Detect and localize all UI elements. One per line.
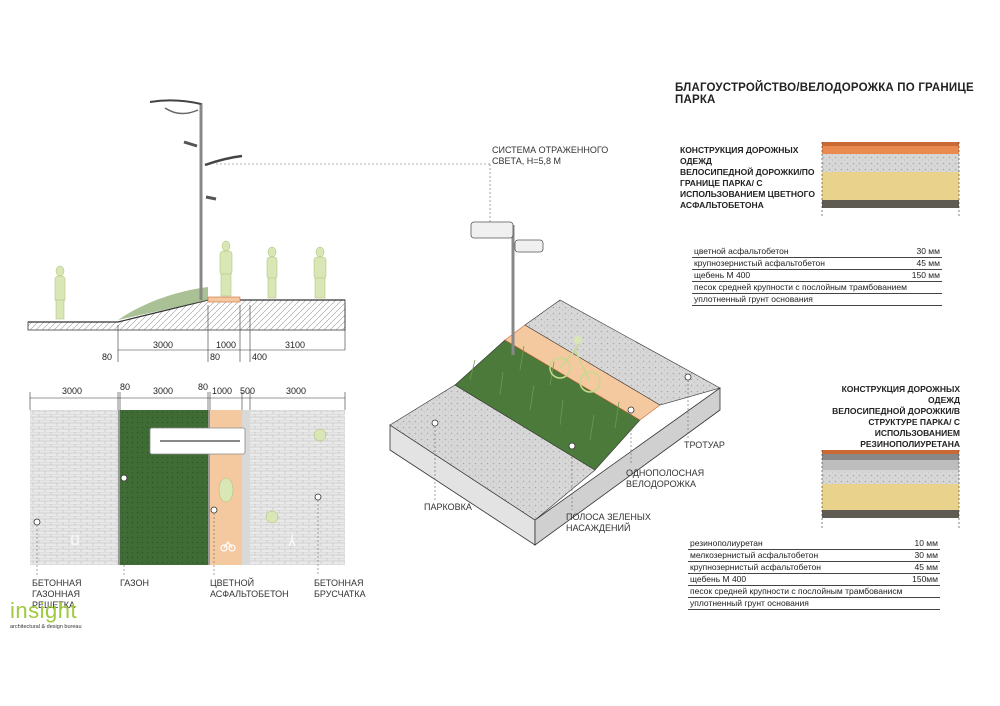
dim-label: 80	[102, 352, 113, 362]
page-title: БЛАГОУСТРОЙСТВО/ВЕЛОДОРОЖКА ПО ГРАНИЦЕ П…	[675, 82, 974, 106]
plan-view	[29, 392, 346, 575]
plan-dim-label: 1000	[212, 386, 233, 396]
lamp-head-top	[149, 99, 202, 105]
dim-label: 3100	[285, 340, 306, 350]
layer-row: песок средней крупности с послойным трам…	[688, 586, 940, 598]
axonometric-view	[389, 221, 721, 546]
axo-green-label-1: ПОЛОСА ЗЕЛЕНЫХ	[566, 512, 651, 522]
layer-row: уплотненный грунт основания	[692, 294, 942, 306]
dim-label: 400	[252, 352, 268, 362]
section-profile	[27, 99, 491, 362]
plan-dim-label: 3000	[62, 386, 83, 396]
lighting-label-2: СВЕТА, Н=5,8 М	[492, 156, 561, 166]
axo-parking-label: ПАРКОВКА	[424, 502, 472, 512]
plan-dim-label: 500	[240, 386, 256, 396]
axo-green-label-2: НАСАЖДЕНИЙ	[566, 523, 631, 533]
construction1-layers	[821, 142, 960, 218]
logo-subtitle: architectural & design bureau	[10, 624, 82, 630]
plan-dim-label: 3000	[153, 386, 174, 396]
layer-row: песок средней крупности с послойным трам…	[692, 282, 942, 294]
axo-sidewalk-label: ТРОТУАР	[684, 440, 725, 450]
lighting-label-1: СИСТЕМА ОТРАЖЕННОГО	[492, 145, 609, 155]
axo-lamp-head	[470, 221, 514, 239]
person-silhouette	[54, 240, 327, 320]
plan-dim-label: 80	[120, 382, 131, 392]
dim-label: 3000	[153, 340, 174, 350]
axo-sidewalk	[524, 299, 721, 406]
plan-dim-label: 3000	[286, 386, 307, 396]
axo-bike-label-1: ОДНОПОЛОСНАЯ	[626, 468, 705, 478]
plan-grass-grid	[30, 410, 118, 565]
dim-label: 1000	[216, 340, 237, 350]
construction2-layers	[821, 450, 960, 528]
grass-slope	[118, 287, 208, 320]
construction2-title: КОНСТРУКЦИЯ ДОРОЖНЫХ ОДЕЖД ВЕЛОСИПЕДНОЙ …	[832, 384, 960, 449]
axo-cyclist	[549, 341, 601, 393]
layer-row: уплотненный грунт основания	[688, 598, 940, 610]
dim-label: 80	[210, 352, 221, 362]
axo-bike-label-2: ВЕЛОДОРОЖКА	[626, 479, 696, 489]
logo-insight: insight	[10, 598, 78, 623]
legend-lawn: ГАЗОН	[120, 578, 150, 588]
construction1-title: КОНСТРУКЦИЯ ДОРОЖНЫХ ОДЕЖД ВЕЛОСИПЕДНОЙ …	[680, 145, 815, 210]
bike-path-strip	[207, 296, 241, 303]
lamp-head-mid	[204, 154, 243, 167]
plan-paving	[250, 410, 345, 565]
plan-dim-label: 80	[198, 382, 209, 392]
